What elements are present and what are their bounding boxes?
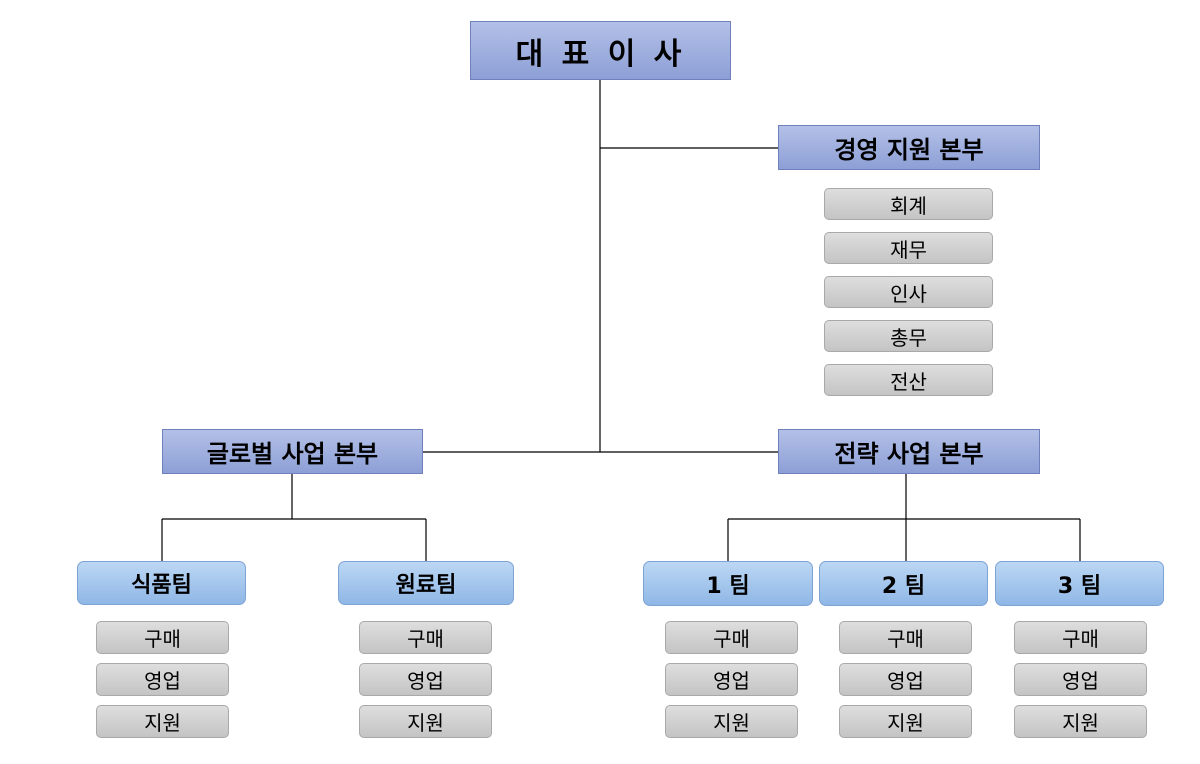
- unit-accounting: 회계: [824, 188, 993, 220]
- team-food: 식품팀: [77, 561, 246, 605]
- raw-unit-sales: 영업: [359, 663, 492, 696]
- team-3: 3 팀: [995, 561, 1164, 606]
- unit-general-affairs: 총무: [824, 320, 993, 352]
- raw-unit-purchasing: 구매: [359, 621, 492, 654]
- ceo-box: 대 표 이 사: [470, 21, 731, 80]
- team-1: 1 팀: [643, 561, 813, 606]
- food-unit-purchasing: 구매: [96, 621, 229, 654]
- team2-unit-purchasing: 구매: [839, 621, 972, 654]
- team3-unit-sales: 영업: [1014, 663, 1147, 696]
- management-support-division-box: 경영 지원 본부: [778, 125, 1040, 170]
- team1-unit-purchasing: 구매: [665, 621, 798, 654]
- team2-unit-sales: 영업: [839, 663, 972, 696]
- team-raw-material: 원료팀: [338, 561, 514, 605]
- unit-finance: 재무: [824, 232, 993, 264]
- unit-it: 전산: [824, 364, 993, 396]
- team-2: 2 팀: [819, 561, 988, 606]
- strategy-business-division-box: 전략 사업 본부: [778, 429, 1040, 474]
- food-unit-support: 지원: [96, 705, 229, 738]
- team1-unit-sales: 영업: [665, 663, 798, 696]
- raw-unit-support: 지원: [359, 705, 492, 738]
- unit-hr: 인사: [824, 276, 993, 308]
- team3-unit-purchasing: 구매: [1014, 621, 1147, 654]
- team1-unit-support: 지원: [665, 705, 798, 738]
- team2-unit-support: 지원: [839, 705, 972, 738]
- team3-unit-support: 지원: [1014, 705, 1147, 738]
- global-business-division-box: 글로벌 사업 본부: [162, 429, 423, 474]
- food-unit-sales: 영업: [96, 663, 229, 696]
